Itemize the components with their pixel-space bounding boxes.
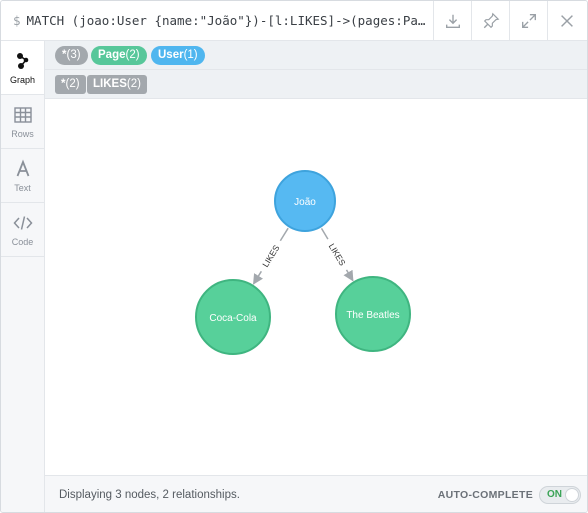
node-caption: Coca-Cola bbox=[209, 313, 257, 324]
toggle-state-label: ON bbox=[547, 489, 562, 500]
legend-count: (1) bbox=[183, 49, 198, 61]
node-labels-legend: *(3) Page(2) User(1) bbox=[45, 41, 587, 70]
sidebar-item-graph[interactable]: Graph bbox=[1, 41, 44, 95]
relationship-types-legend: *(2) LIKES(2) bbox=[45, 70, 587, 99]
table-icon bbox=[13, 106, 32, 123]
legend-user-label[interactable]: User(1) bbox=[151, 46, 205, 65]
sidebar-item-label: Rows bbox=[11, 128, 34, 139]
sidebar-item-label: Code bbox=[11, 236, 34, 247]
status-text: Displaying 3 nodes, 2 relationships. bbox=[59, 489, 240, 501]
legend-label: LIKES bbox=[93, 78, 127, 90]
graph-icon bbox=[16, 52, 28, 69]
graph-node[interactable] bbox=[195, 279, 271, 355]
sidebar-item-rows[interactable]: Rows bbox=[1, 95, 44, 149]
code-icon bbox=[12, 215, 33, 230]
relationship-arrow[interactable] bbox=[343, 269, 354, 282]
expand-icon bbox=[521, 14, 536, 28]
autocomplete-label: AUTO-COMPLETE bbox=[437, 489, 533, 501]
legend-count: (2) bbox=[65, 78, 80, 90]
close-button[interactable] bbox=[547, 1, 585, 41]
legend-count: (2) bbox=[125, 49, 140, 61]
pin-button[interactable] bbox=[471, 1, 509, 41]
query-text[interactable]: $ MATCH (joao:User {name:"João"})-[l:LIKE… bbox=[13, 1, 431, 41]
relationship-label: LIKES bbox=[327, 242, 348, 268]
relationship-line[interactable] bbox=[279, 227, 289, 242]
query-string: MATCH (joao:User {name:"João"})-[l:LIKES… bbox=[26, 13, 431, 28]
node-caption: The Beatles bbox=[346, 310, 399, 321]
legend-likes-relationship[interactable]: LIKES(2) bbox=[87, 75, 147, 94]
graph-node[interactable] bbox=[274, 170, 336, 232]
pin-icon bbox=[483, 12, 499, 29]
legend-count: (2) bbox=[126, 78, 141, 90]
toggle-knob bbox=[565, 488, 579, 502]
relationship-line[interactable] bbox=[320, 228, 329, 240]
fullscreen-button[interactable] bbox=[509, 1, 547, 41]
autocomplete-toggle[interactable]: ON bbox=[539, 486, 581, 504]
sidebar-item-label: Text bbox=[14, 182, 31, 193]
legend-page-label[interactable]: Page(2) bbox=[91, 46, 147, 65]
download-button[interactable] bbox=[433, 1, 471, 41]
legend-all-nodes[interactable]: *(3) bbox=[55, 46, 88, 65]
query-prompt: $ bbox=[13, 13, 21, 28]
relationship-label: LIKES bbox=[260, 243, 281, 269]
relationship-arrow[interactable] bbox=[252, 270, 264, 285]
legend-label: * bbox=[61, 78, 66, 90]
legend-label: Page bbox=[98, 49, 126, 61]
legend-all-relationships[interactable]: *(2) bbox=[55, 75, 86, 94]
graph-node[interactable] bbox=[335, 276, 411, 352]
download-icon bbox=[445, 14, 460, 28]
legend-label: User bbox=[158, 49, 184, 61]
close-icon bbox=[560, 15, 573, 27]
result-footer: Displaying 3 nodes, 2 relationships. AUT… bbox=[45, 475, 587, 512]
legend-label: * bbox=[62, 49, 67, 61]
sidebar-item-label: Graph bbox=[9, 74, 35, 85]
view-sidebar: Graph Rows Text Code bbox=[1, 41, 45, 512]
sidebar-item-text[interactable]: Text bbox=[1, 149, 44, 203]
query-header: $ MATCH (joao:User {name:"João"})-[l:LIKE… bbox=[1, 1, 587, 41]
legend-count: (3) bbox=[66, 49, 81, 61]
node-caption: João bbox=[294, 197, 316, 208]
sidebar-item-code[interactable]: Code bbox=[1, 203, 44, 257]
text-icon bbox=[16, 159, 29, 176]
